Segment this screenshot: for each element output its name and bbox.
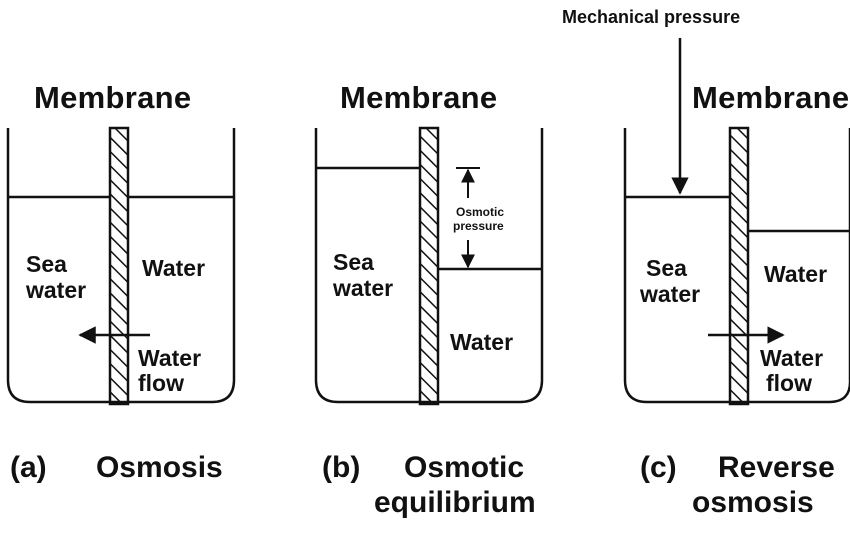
left-label-b-line1: Sea [333, 249, 374, 275]
caption-letter-b: (b) [322, 451, 361, 484]
pressure-label-b-line1: Osmotic [456, 205, 505, 219]
panel-c [623, 38, 850, 406]
left-label-b-line2: water [333, 275, 394, 301]
right-label-b: Water [450, 329, 514, 355]
caption-b-line2: equilibrium [374, 486, 536, 519]
membrane-label-a: Membrane [34, 80, 192, 115]
membrane-b [418, 126, 440, 406]
membrane-a [108, 126, 130, 406]
mechanical-pressure-label: Mechanical pressure [562, 7, 741, 27]
flow-label-a-line2: flow [138, 370, 184, 396]
caption-letter-a: (a) [10, 451, 47, 484]
left-label-a-line2: water [26, 277, 87, 303]
right-label-c: Water [764, 261, 828, 287]
membrane-label-b: Membrane [340, 80, 498, 115]
left-label-a-line1: Sea [26, 251, 67, 277]
left-label-c-line2: water [640, 281, 701, 307]
panel-a [6, 126, 236, 406]
caption-letter-c: (c) [640, 451, 677, 484]
caption-a: Osmosis [96, 451, 223, 484]
membrane-c [728, 126, 750, 406]
flow-label-a-line1: Water [138, 345, 202, 371]
left-label-c-line1: Sea [646, 255, 687, 281]
caption-c-line1: Reverse [718, 451, 835, 484]
caption-c-line2: osmosis [692, 486, 814, 519]
right-label-a: Water [142, 255, 206, 281]
caption-b-line1: Osmotic [404, 451, 525, 484]
membrane-label-c: Membrane [692, 80, 850, 115]
pressure-label-b-line2: pressure [453, 219, 504, 233]
panel-b [314, 126, 544, 406]
flow-label-c-line2: flow [766, 370, 812, 396]
flow-label-c-line1: Water [760, 345, 824, 371]
